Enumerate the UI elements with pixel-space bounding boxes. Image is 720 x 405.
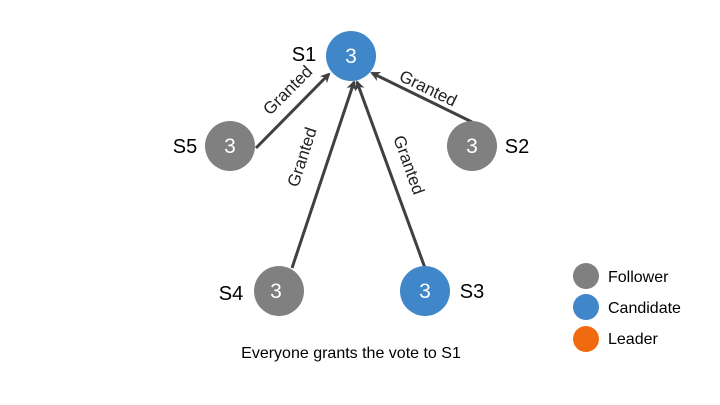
legend-label-leader: Leader: [608, 331, 658, 348]
edge-label-s5-s1: Granted: [259, 62, 316, 119]
node-s4-label: S4: [219, 283, 243, 305]
node-s5-term: 3: [224, 135, 236, 158]
edge-s2-s1: [370, 71, 473, 124]
node-s3-circle: [400, 266, 450, 316]
node-s3-label: S3: [460, 281, 484, 303]
node-s2-label: S2: [505, 136, 529, 158]
node-s5: 3 S5: [173, 121, 255, 171]
node-s4-circle: [254, 266, 304, 316]
legend-item-follower: Follower: [573, 263, 669, 289]
legend-swatch-leader: [573, 326, 599, 352]
diagram-caption: Everyone grants the vote to S1: [241, 345, 461, 362]
legend-item-leader: Leader: [573, 326, 658, 352]
edge-s3-s1: [355, 80, 427, 269]
node-s5-label: S5: [173, 136, 197, 158]
edge-s5-s1: [254, 72, 331, 150]
node-s5-circle: [205, 121, 255, 171]
edge-s4-s1: [290, 80, 357, 269]
legend-label-follower: Follower: [608, 269, 669, 286]
node-s1-circle: [326, 31, 376, 81]
node-s2-circle: [447, 121, 497, 171]
node-s2-term: 3: [466, 135, 478, 158]
legend-item-candidate: Candidate: [573, 294, 681, 320]
node-s3-term: 3: [419, 280, 431, 303]
legend-swatch-candidate: [573, 294, 599, 320]
node-s2: 3 S2: [447, 121, 529, 171]
node-s3: 3 S3: [400, 266, 484, 316]
node-s4: 3 S4: [219, 266, 304, 316]
edge-label-s4-s1: Granted: [284, 125, 321, 189]
node-s1: 3 S1: [292, 31, 376, 81]
legend: Follower Candidate Leader: [573, 263, 681, 352]
node-s4-term: 3: [270, 280, 282, 303]
node-s1-label: S1: [292, 44, 316, 66]
node-s1-term: 3: [345, 45, 357, 68]
legend-swatch-follower: [573, 263, 599, 289]
legend-label-candidate: Candidate: [608, 300, 681, 317]
